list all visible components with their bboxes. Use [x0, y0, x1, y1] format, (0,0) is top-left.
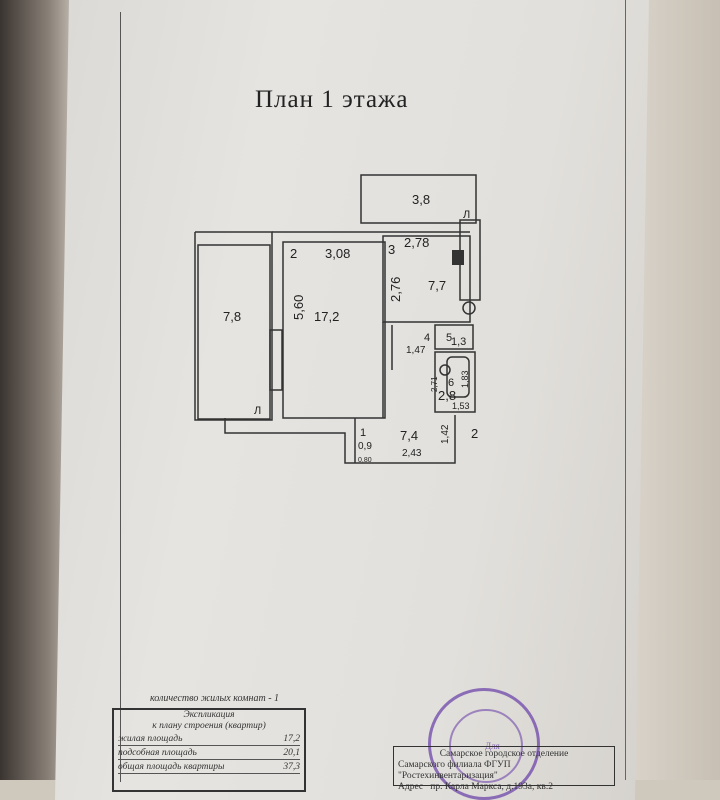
- address-label: Адрес: [398, 782, 424, 792]
- floor-plan: 3,8 7,8 2 3,08 17,2 5,60 3 2,78 7,7 2,76…: [194, 174, 481, 464]
- explication-subtitle: к плану строения (квартир): [152, 721, 266, 731]
- row-label: подсобная площадь: [118, 748, 197, 758]
- bath-wall: [434, 351, 476, 413]
- room-area: 0,9: [358, 441, 372, 452]
- room-number: 6: [448, 377, 454, 389]
- balcony-mark: Л: [463, 209, 470, 221]
- room-side: 2,71: [430, 376, 439, 392]
- room-area: 1,3: [451, 336, 466, 348]
- room-length: 5,60: [291, 295, 306, 320]
- room-area: 7,4: [400, 428, 418, 443]
- room-number: 5: [446, 332, 452, 344]
- room-length: 2,76: [388, 277, 403, 302]
- room-number: 1: [360, 427, 366, 439]
- explication-title: Экспликация: [183, 710, 235, 720]
- room-number: 4: [424, 332, 430, 344]
- page-frame-left: [120, 12, 121, 782]
- room-number: 3: [388, 242, 395, 257]
- address-value: пр. Карла Маркса, д.193а, кв.2: [430, 782, 553, 792]
- office-branch: Самарского филиала ФГУП "Ростехинвентари…: [398, 760, 511, 781]
- row-label: жилая площадь: [118, 734, 183, 744]
- room-side: 1,42: [440, 424, 451, 444]
- room-7-8-wall: [194, 231, 273, 421]
- balcony-wall: [360, 174, 477, 224]
- address-line: Адрес пр. Карла Маркса, д.193а, кв.2: [398, 782, 610, 793]
- office-name: Самарское городское отделение: [439, 749, 569, 759]
- room-area: 7,7: [428, 278, 446, 293]
- room-area: 17,2: [314, 309, 339, 324]
- table-row: общая площадь квартиры 37,3: [118, 761, 300, 774]
- room-width: 1,53: [452, 401, 470, 411]
- room-width: 2,43: [402, 448, 422, 459]
- page-frame-right: [625, 0, 626, 780]
- room-area: 2,8: [438, 388, 456, 403]
- balcony-mark: Л: [254, 405, 261, 417]
- room-width: 0,80: [358, 457, 372, 464]
- room-17-2-wall: [282, 241, 386, 419]
- room-area: 1,47: [406, 345, 426, 356]
- kitchen-wall: [382, 235, 471, 323]
- table-row: подсобная площадь 20,1: [118, 747, 300, 760]
- address-block: Самарское городское отделение Самарского…: [393, 746, 615, 792]
- living-rooms-count: количество жилых комнат - 1: [150, 693, 280, 704]
- table-row: жилая площадь 17,2: [118, 733, 300, 746]
- room-width: 2,78: [404, 235, 429, 250]
- room-width: 3,08: [325, 246, 350, 261]
- row-value: 37,3: [283, 762, 300, 772]
- room-area: 7,8: [223, 309, 241, 324]
- row-label: общая площадь квартиры: [118, 762, 225, 772]
- stove-icon: [452, 250, 464, 265]
- explication-table: Экспликация к плану строения (квартир) ж…: [112, 708, 306, 792]
- row-value: 20,1: [283, 748, 300, 758]
- row-value: 17,2: [283, 734, 300, 744]
- room-number: 2: [471, 426, 478, 441]
- wc-wall: [434, 324, 474, 350]
- room-length: 1,83: [460, 370, 470, 388]
- room-number: 2: [290, 246, 297, 261]
- plan-title: План 1 этажа: [255, 86, 409, 113]
- room-area: 3,8: [412, 192, 430, 207]
